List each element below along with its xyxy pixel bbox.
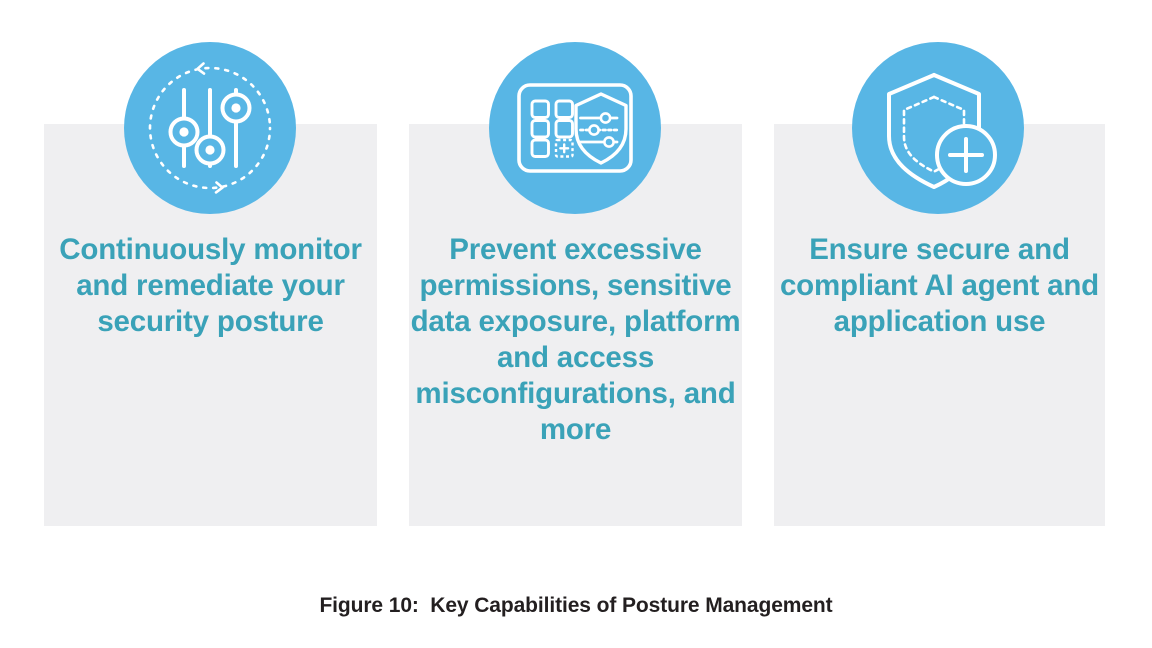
capability-text-2: Prevent excessive permissions, sensitive…: [410, 233, 741, 446]
capability-text-3: Ensure secure and compliant AI agent and…: [779, 233, 1100, 338]
sliders-refresh-icon: [140, 58, 280, 198]
dashboard-shield-sliders-icon: [510, 63, 640, 193]
shield-plus-icon: [871, 61, 1005, 195]
capability-text-1: Continuously monitor and remediate your …: [59, 233, 362, 338]
icon-badge-continuous-monitoring: [124, 42, 296, 214]
icon-badge-secure-ai-agents: [852, 42, 1024, 214]
figure-caption: Figure 10: Key Capabilities of Posture M…: [319, 594, 833, 617]
icon-badge-excessive-permissions: [489, 42, 661, 214]
